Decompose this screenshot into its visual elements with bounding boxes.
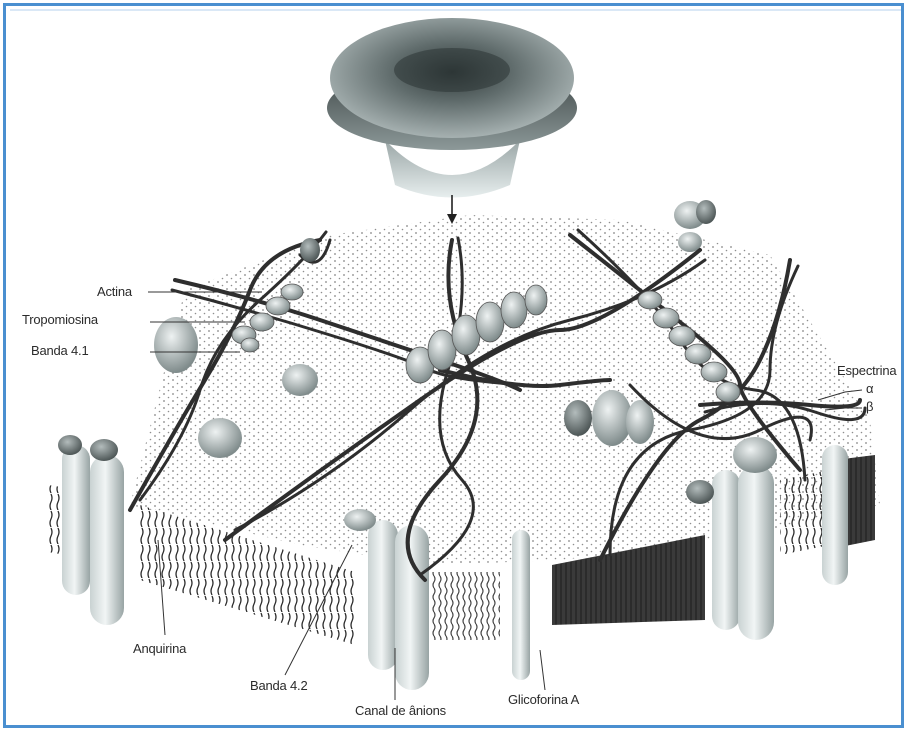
label-alpha: α [866, 382, 873, 395]
label-canal-anions: Canal de ânions [355, 704, 446, 717]
label-glicoforina: Glicoforina A [508, 693, 579, 706]
label-anquirina: Anquirina [133, 642, 186, 655]
label-banda-41: Banda 4.1 [31, 344, 88, 357]
label-banda-42: Banda 4.2 [250, 679, 307, 692]
red-blood-cell [327, 18, 577, 224]
label-actina: Actina [97, 285, 132, 298]
label-espectrina: Espectrina [837, 364, 896, 377]
label-tropomiosina: Tropomiosina [22, 313, 98, 326]
label-beta: β [866, 400, 873, 413]
